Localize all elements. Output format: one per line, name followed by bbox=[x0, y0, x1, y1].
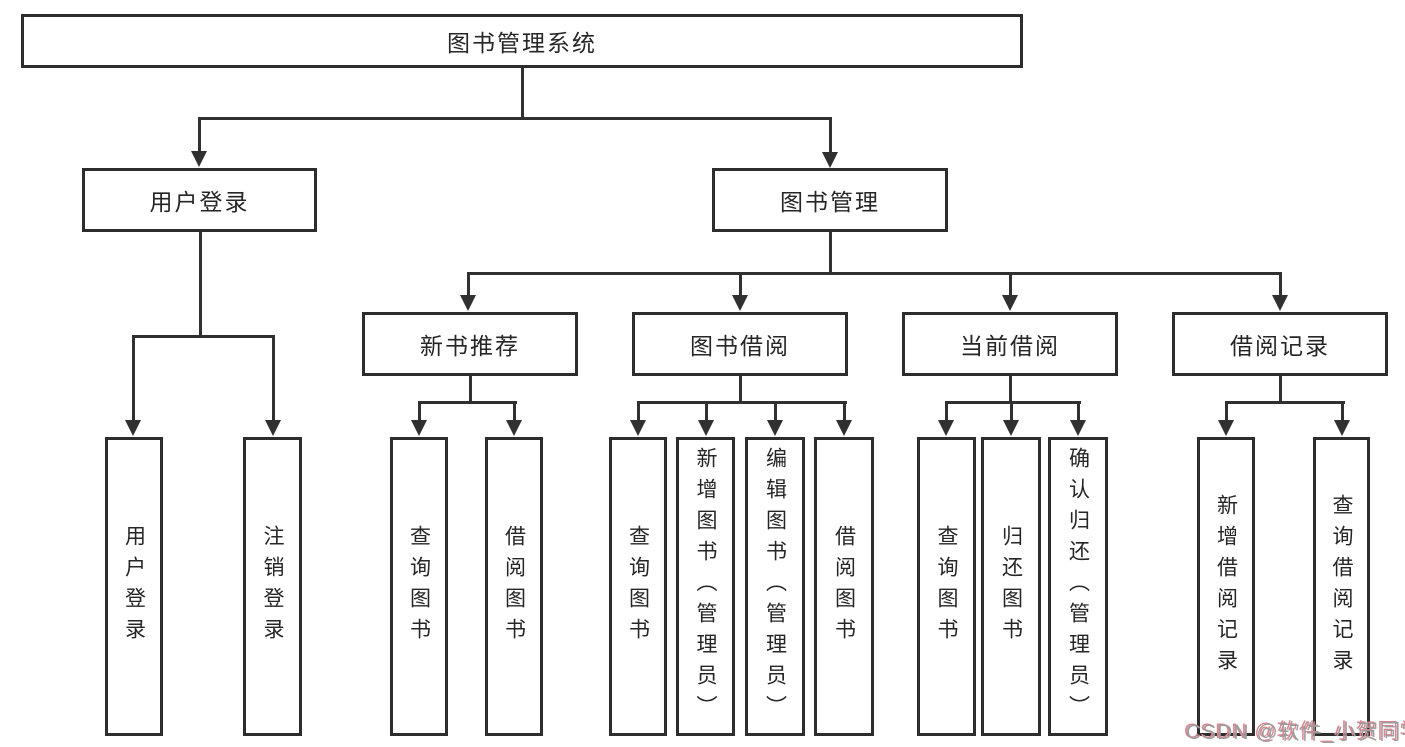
connector-drop-leaf bbox=[774, 401, 777, 422]
leaf-add-borrow-record: 新增借阅记录 bbox=[1197, 437, 1255, 736]
leaf-label: 查询图书 bbox=[935, 524, 958, 649]
leaf-query-borrow-record: 查询借阅记录 bbox=[1313, 437, 1370, 736]
connector-user-login-stem bbox=[199, 232, 202, 336]
leaf-label: 确认归还（管理员） bbox=[1066, 447, 1090, 726]
leaf-borrow-books-recommend: 借阅图书 bbox=[485, 437, 543, 736]
arrowhead-down-leaf-logout bbox=[265, 420, 281, 436]
leaf-label: 新增图书（管理员） bbox=[694, 447, 717, 726]
arrowhead-down-leaf bbox=[506, 420, 522, 436]
leaf-label: 用户登录 bbox=[122, 524, 146, 649]
arrowhead-down-leaf bbox=[1003, 420, 1019, 436]
connector-drop-leaf bbox=[1010, 401, 1013, 422]
node-label: 新书推荐 bbox=[420, 333, 520, 359]
leaf-borrow-book: 借阅图书 bbox=[814, 437, 874, 736]
connector-borrowing-records-split bbox=[1225, 401, 1345, 404]
node-user-login: 用户登录 bbox=[82, 168, 317, 232]
leaf-user-login: 用户登录 bbox=[105, 437, 163, 736]
node-book-management: 图书管理 bbox=[712, 168, 948, 232]
connector-drop-user-login bbox=[198, 117, 201, 153]
leaf-label: 归还图书 bbox=[999, 524, 1023, 649]
connector-drop-leaf bbox=[705, 401, 708, 422]
leaf-label: 借阅图书 bbox=[832, 524, 856, 649]
connector-drop-leaf bbox=[418, 401, 421, 422]
connector-book-management-stem bbox=[829, 232, 832, 274]
leaf-label: 查询图书 bbox=[407, 524, 431, 649]
arrowhead-down-book-borrowing bbox=[732, 295, 748, 311]
connector-user-login-split bbox=[132, 335, 275, 338]
arrowhead-down-leaf bbox=[411, 420, 427, 436]
connector-drop-book-management bbox=[829, 117, 832, 153]
connector-drop-leaf bbox=[1225, 401, 1228, 422]
arrowhead-down-leaf bbox=[767, 420, 783, 436]
arrowhead-down-borrowing-records bbox=[1272, 295, 1288, 311]
leaf-label: 注销登录 bbox=[261, 524, 284, 649]
connector-book-borrowing-split bbox=[637, 401, 847, 404]
connector-drop-current-borrowing bbox=[1009, 272, 1012, 298]
connector-drop-leaf bbox=[843, 401, 846, 422]
node-borrowing-records: 借阅记录 bbox=[1172, 312, 1388, 376]
leaf-logout-login: 注销登录 bbox=[243, 437, 302, 736]
arrowhead-down-book-management bbox=[822, 152, 838, 168]
arrowhead-down-leaf bbox=[836, 420, 852, 436]
arrowhead-down-current-borrowing bbox=[1002, 295, 1018, 311]
connector-drop-book-borrowing bbox=[739, 272, 742, 298]
connector-level3-split bbox=[467, 272, 1282, 275]
connector-drop-borrowing-records bbox=[1279, 272, 1282, 298]
connector-root-stem bbox=[521, 68, 524, 118]
node-label: 用户登录 bbox=[149, 189, 250, 215]
leaf-confirm-return-admin: 确认归还（管理员） bbox=[1048, 437, 1108, 736]
connector-drop-leaf bbox=[1341, 401, 1344, 422]
arrowhead-down-leaf bbox=[938, 420, 954, 436]
leaf-label: 查询借阅记录 bbox=[1330, 493, 1353, 680]
connector-drop-leaf bbox=[945, 401, 948, 422]
arrowhead-down-user-login bbox=[191, 151, 207, 167]
connector-drop-leaf bbox=[637, 401, 640, 422]
connector-drop-leaf-user-login bbox=[132, 335, 135, 421]
connector-drop-leaf bbox=[1077, 401, 1080, 422]
connector-current-borrowing-split bbox=[945, 401, 1081, 404]
leaf-label: 借阅图书 bbox=[502, 524, 526, 649]
arrowhead-down-leaf bbox=[630, 420, 646, 436]
connector-drop-leaf-logout bbox=[272, 335, 275, 421]
csdn-watermark: CSDN @软件_小贺同学 bbox=[1186, 721, 1405, 744]
arrowhead-down-leaf-user-login bbox=[125, 420, 141, 436]
node-library-management-system: 图书管理系统 bbox=[21, 14, 1023, 68]
arrowhead-down-leaf bbox=[1334, 420, 1350, 436]
connector-new-book-recommend-split bbox=[418, 401, 517, 404]
node-book-borrowing: 图书借阅 bbox=[632, 312, 848, 376]
leaf-label: 新增借阅记录 bbox=[1214, 493, 1238, 680]
leaf-label: 查询图书 bbox=[626, 524, 650, 649]
node-label: 图书管理系统 bbox=[447, 30, 597, 56]
leaf-query-books-recommend: 查询图书 bbox=[390, 437, 448, 736]
arrowhead-down-new-book-recommend bbox=[460, 295, 476, 311]
arrowhead-down-leaf bbox=[1070, 420, 1086, 436]
connector-drop-new-book-recommend bbox=[467, 272, 470, 298]
connector-current-borrowing-stem bbox=[1009, 376, 1012, 403]
connector-borrowing-records-stem bbox=[1279, 376, 1282, 403]
connector-level2-split bbox=[198, 117, 832, 120]
leaf-add-book-admin: 新增图书（管理员） bbox=[676, 437, 735, 736]
node-label: 图书借阅 bbox=[690, 333, 790, 359]
node-label: 图书管理 bbox=[780, 189, 880, 215]
leaf-query-books-borrowing: 查询图书 bbox=[609, 437, 667, 736]
connector-drop-leaf bbox=[513, 401, 516, 422]
arrowhead-down-leaf bbox=[1218, 420, 1234, 436]
arrowhead-down-leaf bbox=[698, 420, 714, 436]
node-label: 借阅记录 bbox=[1230, 333, 1330, 359]
node-label: 当前借阅 bbox=[960, 333, 1060, 359]
leaf-query-books-current: 查询图书 bbox=[917, 437, 976, 736]
leaf-return-book: 归还图书 bbox=[981, 437, 1041, 736]
leaf-edit-book-admin: 编辑图书（管理员） bbox=[745, 437, 805, 736]
node-new-book-recommend: 新书推荐 bbox=[362, 312, 578, 376]
connector-new-book-recommend-stem bbox=[469, 376, 472, 403]
leaf-label: 编辑图书（管理员） bbox=[763, 447, 787, 726]
node-current-borrowing: 当前借阅 bbox=[902, 312, 1118, 376]
connector-book-borrowing-stem bbox=[739, 376, 742, 403]
